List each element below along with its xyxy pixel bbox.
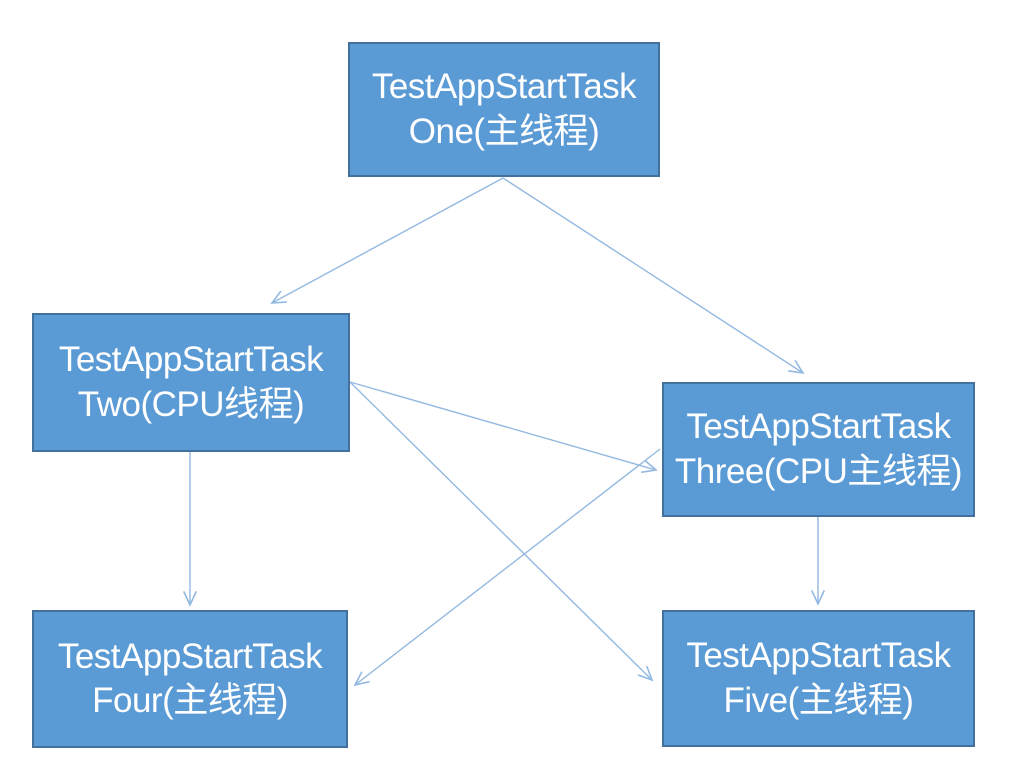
arrow-one-to-two bbox=[270, 177, 504, 304]
arrow-three-to-four bbox=[353, 448, 661, 687]
node-label-line1: TestAppStartTask bbox=[686, 407, 951, 447]
node-label-line2: Five(主线程) bbox=[723, 680, 914, 720]
node-testappstarttask-two: TestAppStartTask Two(CPU线程) bbox=[32, 313, 350, 452]
node-testappstarttask-five: TestAppStartTask Five(主线程) bbox=[662, 610, 975, 747]
node-label-line1: TestAppStartTask bbox=[371, 67, 637, 107]
node-label-line1: TestAppStartTask bbox=[686, 636, 951, 676]
node-label-line2: Two(CPU线程) bbox=[77, 384, 305, 424]
node-label-line1: TestAppStartTask bbox=[58, 340, 324, 380]
node-label-line2: Three(CPU主线程) bbox=[674, 451, 963, 491]
arrow-two-to-three bbox=[349, 381, 658, 473]
node-testappstarttask-three: TestAppStartTask Three(CPU主线程) bbox=[662, 382, 975, 517]
node-label-line2: One(主线程) bbox=[408, 111, 600, 151]
arrow-two-to-five bbox=[349, 381, 654, 682]
node-label-line2: Four(主线程) bbox=[92, 681, 288, 720]
node-testappstarttask-four: TestAppStartTask Four(主线程) bbox=[32, 610, 348, 748]
arrow-one-to-three bbox=[502, 177, 805, 375]
node-label-line1: TestAppStartTask bbox=[57, 636, 323, 676]
node-testappstarttask-one: TestAppStartTask One(主线程) bbox=[348, 42, 660, 177]
